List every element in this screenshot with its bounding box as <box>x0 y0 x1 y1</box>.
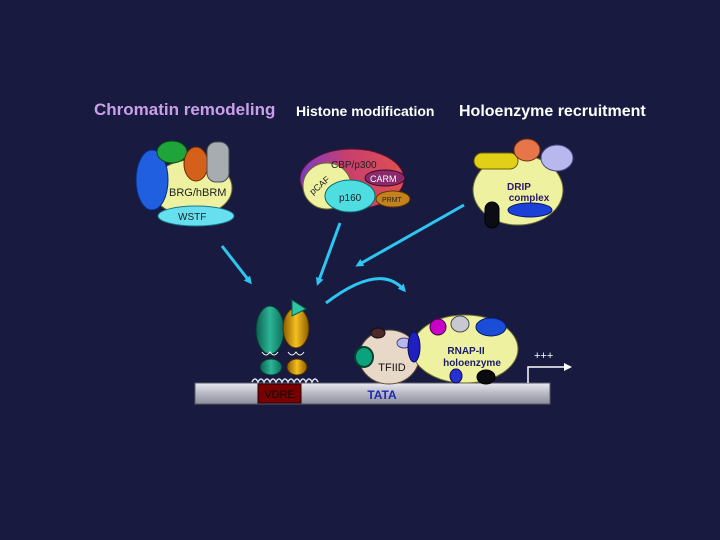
arrow-histone-to-promoter <box>315 222 342 286</box>
drip-orange-subunit <box>513 138 541 162</box>
tata-label: TATA <box>367 388 397 402</box>
heading-holoenzyme-recruitment: Holoenzyme recruitment <box>459 103 646 120</box>
drip-complex <box>472 138 574 229</box>
vdr-linker <box>261 351 279 356</box>
transcription-arrowhead <box>564 363 572 371</box>
chromatin-ripples <box>251 378 319 384</box>
rxr-dbd <box>286 358 308 376</box>
p160-subunit <box>324 179 376 213</box>
cbp-label: CBP/p300 <box>331 160 377 171</box>
wstf-label: WSTF <box>178 212 206 223</box>
wstf-subunit <box>157 205 235 227</box>
transcription-start-arrow <box>527 366 566 383</box>
vdr-subunit <box>255 305 285 355</box>
vdre-label: VDRE <box>264 389 295 401</box>
rnap-magenta-subunit <box>429 318 447 336</box>
rnap-gray-subunit <box>450 315 470 333</box>
chromatin-remodeling-complex <box>135 140 235 227</box>
rnap-label-line2: holoenzyme <box>443 358 501 369</box>
carm-subunit <box>364 169 406 187</box>
tfiid-green-subunit <box>354 346 374 368</box>
drip-blue-subunit <box>507 202 553 218</box>
rnap-blue-subunit <box>475 317 507 337</box>
green-subunit <box>156 140 188 164</box>
heading-chromatin-remodeling: Chromatin remodeling <box>94 100 276 119</box>
transcription-plus-label: +++ <box>534 350 553 362</box>
rnap-black-subunit <box>476 369 496 385</box>
heading-histone-modification: Histone modification <box>296 103 435 119</box>
vdr-rxr-heterodimer <box>255 299 310 376</box>
p160-label: p160 <box>339 193 362 204</box>
rnap-navy-subunit <box>407 331 421 363</box>
rnap-small-blue-subunit <box>449 368 463 384</box>
tfiid-label: TFIID <box>378 362 406 374</box>
orange-subunit <box>183 146 209 182</box>
vdre-box <box>257 383 302 404</box>
blue-subunit <box>135 149 169 211</box>
ligand-triangle <box>291 299 308 317</box>
histone-modification-complex <box>299 148 411 213</box>
rnap-label-line1: RNAP-II <box>447 346 484 357</box>
brg-label: BRG/hBRM <box>169 187 226 199</box>
rnap-ii-holoenzyme <box>407 314 519 385</box>
drip-label-line2: complex <box>509 193 550 204</box>
vdr-dbd <box>259 358 283 376</box>
arrow-chromatin-to-promoter <box>220 245 252 285</box>
rxr-linker <box>287 351 305 356</box>
drip-yellow-subunit <box>473 152 519 170</box>
tfiid-dark-subunit <box>370 327 386 339</box>
prmt-subunit <box>375 190 411 208</box>
tfiid-complex <box>354 327 420 385</box>
drip-black-subunit <box>484 201 500 229</box>
gray-subunit <box>206 141 230 183</box>
drip-lavender-subunit <box>540 144 574 172</box>
prmt-label: PRMT <box>382 197 403 204</box>
carm-label: CARM <box>370 174 397 184</box>
arrow-curved-to-holoenzyme <box>325 277 406 305</box>
arrow-drip-to-promoter <box>355 203 465 267</box>
drip-label-line1: DRIP <box>507 182 531 193</box>
